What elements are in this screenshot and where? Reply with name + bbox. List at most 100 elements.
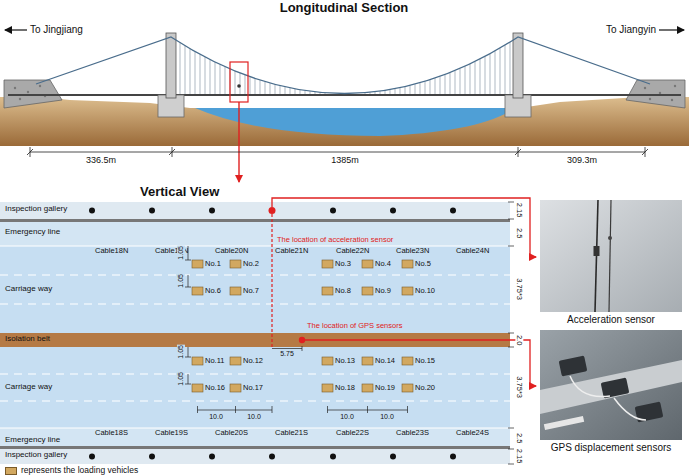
hanger — [425, 81, 426, 95]
dimension-label: 3.75*3 — [515, 279, 523, 301]
vehicle-number: No.1 — [205, 260, 221, 268]
sensor-dot — [269, 207, 276, 214]
hanger — [405, 87, 406, 95]
hanger — [470, 64, 471, 95]
dimension-label: 309.3m — [567, 156, 597, 166]
vehicle-icon — [322, 384, 333, 392]
dimension-label: 2.15 — [515, 449, 523, 464]
hanger — [435, 78, 436, 95]
zone-label: Isolation belt — [5, 335, 50, 344]
sensor-note: The location of GPS sensors — [307, 322, 402, 330]
vehicle-icon — [402, 287, 413, 295]
hanger — [205, 57, 206, 95]
dimension-label: 10.0 — [247, 413, 261, 421]
vehicle-icon — [192, 260, 203, 268]
direction-arrow — [659, 29, 684, 30]
hanger — [485, 56, 486, 95]
leader-arrow — [238, 102, 239, 182]
hanger — [450, 73, 451, 95]
river — [195, 108, 515, 136]
direction-label: To Jingjiang — [30, 24, 83, 35]
dimension-label: 1.05 — [177, 372, 185, 386]
dimension-label: 2.5 — [515, 228, 523, 238]
hanger — [410, 85, 411, 95]
vehicle-icon — [362, 287, 373, 295]
vehicle-number: No.19 — [375, 384, 395, 392]
cable-label: Cable18S — [95, 429, 128, 437]
photo-panel: GPS displacement sensors — [540, 330, 682, 454]
zone-label: Carriage way — [5, 383, 52, 392]
hanger — [235, 71, 236, 95]
vehicle-icon — [192, 384, 203, 392]
cable-label: Cable19S — [155, 429, 188, 437]
hanger — [440, 76, 441, 95]
hanger — [465, 66, 466, 95]
cable-label: Cable21N — [275, 247, 308, 255]
elevation — [0, 30, 689, 182]
hanger — [270, 83, 271, 95]
vehicle-icon — [230, 384, 241, 392]
section-title: Longitudinal Section — [280, 1, 409, 15]
vehicle-number: No.20 — [415, 384, 435, 392]
zone-label: Carriage way — [5, 285, 52, 294]
hanger — [430, 80, 431, 95]
dimension-label: 1.05 — [177, 345, 185, 359]
hanger — [185, 46, 186, 95]
hanger — [255, 79, 256, 96]
vehicle-number: No.18 — [335, 384, 355, 392]
deck — [8, 94, 681, 96]
dimension-label: 1.05 — [177, 246, 185, 260]
hanger — [290, 88, 291, 95]
vehicle-number: No.3 — [335, 260, 351, 268]
hanger — [285, 87, 286, 95]
hanger — [415, 84, 416, 95]
dimension-label: 2.5 — [515, 433, 523, 443]
vehicles — [192, 260, 413, 392]
sensor-dot — [237, 84, 241, 88]
hanger — [500, 48, 501, 95]
vehicle-number: No.10 — [415, 287, 435, 295]
sensor-photo — [540, 330, 682, 440]
hanger — [210, 60, 211, 96]
sensor-photo — [540, 200, 682, 312]
dimension-label: 2.15 — [515, 203, 523, 218]
photo-caption: Acceleration sensor — [540, 312, 682, 326]
vehicle-icon — [362, 357, 373, 365]
sensor-dot — [299, 337, 305, 343]
dimension-label: 10.0 — [209, 413, 223, 421]
hanger — [180, 43, 181, 95]
vehicle-number: No.4 — [375, 260, 391, 268]
vehicle-icon — [322, 287, 333, 295]
photo-panel: Acceleration sensor — [540, 200, 682, 326]
vehicle-icon — [322, 357, 333, 365]
legend-swatch — [5, 467, 17, 475]
dimension-label: 1.05 — [177, 274, 185, 288]
ground — [0, 97, 689, 146]
section-title: Vertical View — [140, 185, 219, 199]
hanger — [260, 80, 261, 95]
sensor-leader — [271, 214, 272, 347]
photo-leader — [305, 340, 536, 386]
vehicle-icon — [402, 357, 413, 365]
zone-label: Emergency line — [5, 228, 60, 237]
vehicle-number: No.15 — [415, 357, 435, 365]
dimension-label: 336.5m — [86, 156, 116, 166]
vehicle-number: No.11 — [205, 357, 224, 365]
vehicle-icon — [322, 260, 333, 268]
hanger — [195, 52, 196, 95]
vehicle-icon — [362, 384, 373, 392]
cable-label: Cable24N — [456, 247, 489, 255]
cable-label: Cable23S — [396, 429, 429, 437]
cable-label: Cable20N — [215, 247, 248, 255]
cable-label: Cable22N — [336, 247, 369, 255]
hanger — [225, 67, 226, 95]
vehicle-number: No.12 — [243, 357, 263, 365]
hanger — [215, 62, 216, 95]
highlight-box — [230, 62, 248, 102]
vehicle-icon — [230, 357, 241, 365]
dimension-label: 5.75 — [280, 350, 294, 358]
vehicle-number: No.9 — [375, 287, 391, 295]
cable-label: Cable23N — [396, 247, 429, 255]
vehicle-number: No.14 — [375, 357, 395, 365]
vehicle-number: No.7 — [243, 287, 259, 295]
